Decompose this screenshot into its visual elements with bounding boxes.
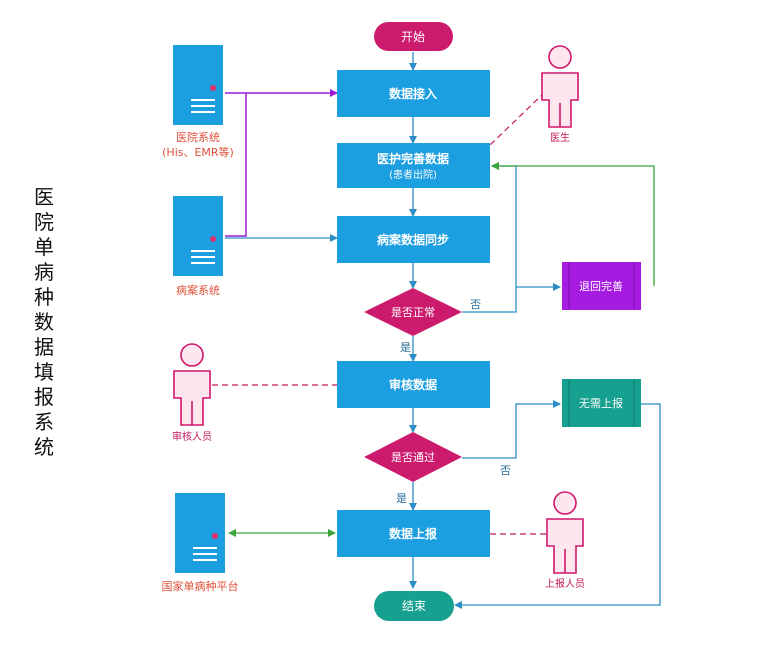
person-icon: [541, 45, 579, 128]
hospital-system-lines: [225, 89, 338, 237]
national-platform-label: 国家单病种平台: [162, 579, 239, 593]
sync-label: 病案数据同步: [377, 232, 449, 247]
review-label: 审核数据: [389, 377, 437, 392]
system-title: 医院单病种数据填报系统: [30, 185, 58, 460]
process-review: 审核数据: [337, 361, 490, 408]
server-icon: [173, 45, 223, 125]
complete-subtitle: (患者出院): [389, 168, 437, 181]
is-normal-label: 是否正常: [391, 306, 435, 319]
system-title-char: 统: [34, 435, 54, 459]
system-title-char: 报: [34, 385, 54, 409]
hospital-system-sublabel: (His、EMR等): [162, 145, 234, 159]
complete-title: 医护完善数据: [377, 151, 449, 166]
system-title-char: 医: [34, 185, 54, 209]
no-report-box: 无需上报: [562, 379, 641, 427]
process-ingest: 数据接入: [337, 70, 490, 117]
system-title-char: 填: [34, 360, 54, 384]
system-title-char: 数: [34, 310, 54, 334]
process-complete-data: 医护完善数据 (患者出院): [337, 143, 490, 188]
start-label: 开始: [401, 30, 425, 44]
person-icon: [173, 343, 211, 426]
reviewer-label: 审核人员: [172, 430, 212, 443]
end-label: 结束: [402, 599, 426, 613]
server-icon: [175, 493, 225, 573]
no-report-label: 无需上报: [579, 396, 623, 410]
report-label: 数据上报: [389, 526, 437, 541]
main-flow-lines: [225, 52, 661, 609]
hospital-system-label: 医院系统: [176, 130, 220, 144]
process-sync: 病案数据同步: [337, 216, 490, 263]
decision-is-normal: 是否正常: [364, 288, 462, 336]
system-title-char: 病: [34, 260, 54, 284]
process-report: 数据上报: [337, 510, 490, 557]
edge-yes-2: 是: [396, 492, 407, 505]
start-node: 开始: [374, 22, 453, 51]
return-complete-box: 退回完善: [562, 262, 641, 310]
end-node: 结束: [374, 591, 454, 621]
reporter-label: 上报人员: [545, 577, 585, 590]
return-complete-label: 退回完善: [579, 279, 623, 293]
edge-yes-1: 是: [400, 341, 411, 354]
actor-dashed-lines: [212, 91, 546, 535]
system-title-char: 院: [34, 210, 54, 234]
system-title-char: 单: [34, 235, 54, 259]
server-icon: [173, 196, 223, 276]
edge-no-1: 否: [470, 298, 481, 311]
case-system-label: 病案系统: [176, 283, 220, 297]
green-lines: [228, 162, 655, 537]
person-icon: [546, 491, 584, 574]
ingest-label: 数据接入: [389, 86, 437, 101]
system-title-char: 种: [34, 285, 54, 309]
decision-is-pass: 是否通过: [364, 432, 462, 482]
is-pass-label: 是否通过: [391, 451, 435, 464]
doctor-label: 医生: [550, 131, 570, 144]
edge-no-2: 否: [500, 464, 511, 477]
system-title-char: 系: [34, 410, 54, 434]
system-title-char: 据: [34, 335, 54, 359]
